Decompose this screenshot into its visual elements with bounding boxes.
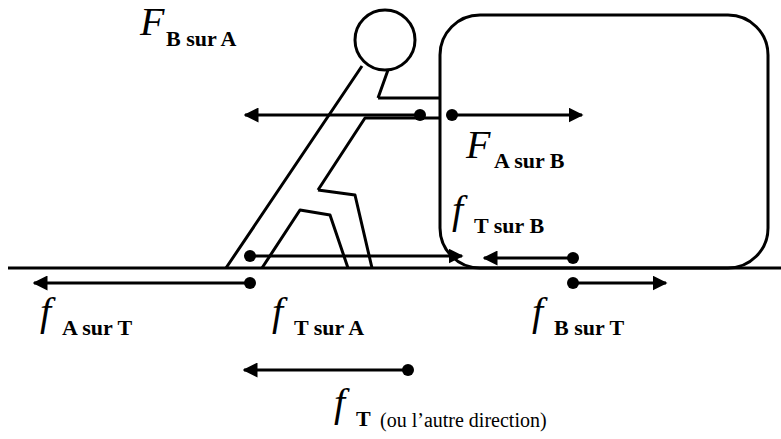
application-points: [244, 109, 579, 376]
ground-line: [8, 267, 781, 270]
force-symbol: F: [140, 2, 164, 42]
person-figure: [226, 10, 440, 268]
force-subscript: T sur A: [294, 317, 364, 339]
force-symbol: f: [40, 292, 51, 332]
force-arrows: [34, 115, 666, 370]
force-symbol: f: [334, 383, 345, 423]
force-subscript: B sur T: [554, 317, 624, 339]
force-subscript: B sur A: [166, 28, 237, 50]
force-subscript: T sur B: [474, 215, 544, 237]
force-subscript: T: [356, 408, 371, 430]
direction-note: (ou l’autre direction): [380, 410, 547, 430]
pushed-box: [440, 15, 768, 268]
force-symbol: f: [452, 190, 463, 230]
force-subscript: A sur T: [62, 317, 132, 339]
force-symbol: f: [272, 292, 283, 332]
force-symbol: f: [532, 292, 543, 332]
force-subscript: A sur B: [494, 150, 565, 172]
force-symbol: F: [466, 125, 490, 165]
